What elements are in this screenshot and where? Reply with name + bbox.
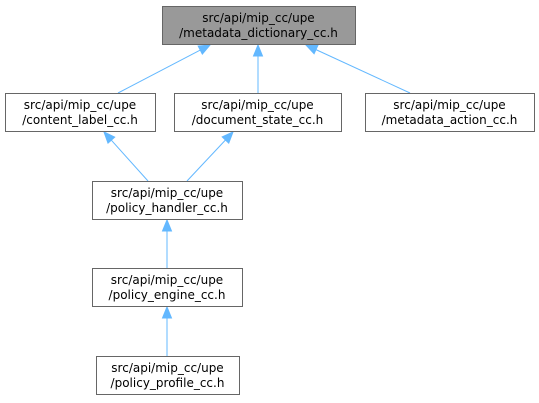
node-path-label: src/api/mip_cc/upe [24, 98, 136, 112]
node-content-label[interactable]: src/api/mip_cc/upe/content_label_cc.h [5, 93, 156, 132]
node-file-label: /content_label_cc.h [22, 113, 138, 127]
node-file-label: /metadata_dictionary_cc.h [179, 26, 338, 40]
node-file-label: /document_state_cc.h [192, 113, 324, 127]
edge-line [186, 139, 226, 182]
arrowhead-icon [221, 131, 234, 144]
node-path-label: src/api/mip_cc/upe [111, 361, 223, 375]
edge-line [110, 139, 149, 182]
nodes-layer: src/api/mip_cc/upe/metadata_dictionary_c… [5, 6, 535, 395]
edge-policy_engine-to-policy_handler [161, 218, 173, 268]
node-metadata-action[interactable]: src/api/mip_cc/upe/metadata_action_cc.h [365, 93, 535, 132]
node-box [365, 93, 535, 132]
node-policy-engine[interactable]: src/api/mip_cc/upe/policy_engine_cc.h [92, 268, 243, 307]
node-path-label: src/api/mip_cc/upe [202, 11, 314, 25]
edge-policy_handler-to-content_label [103, 131, 149, 182]
edge-metadata_action-to-metadata_dictionary [304, 44, 411, 94]
node-file-label: /metadata_action_cc.h [382, 113, 518, 127]
node-box [92, 268, 243, 307]
edge-policy_handler-to-document_state [186, 131, 234, 182]
node-path-label: src/api/mip_cc/upe [111, 186, 223, 200]
node-document-state[interactable]: src/api/mip_cc/upe/document_state_cc.h [174, 93, 342, 132]
edges-layer [103, 43, 411, 356]
node-box [92, 181, 243, 220]
arrowhead-icon [161, 305, 173, 319]
node-path-label: src/api/mip_cc/upe [393, 98, 505, 112]
node-file-label: /policy_engine_cc.h [109, 288, 226, 302]
node-file-label: /policy_handler_cc.h [106, 201, 228, 215]
node-metadata-dictionary[interactable]: src/api/mip_cc/upe/metadata_dictionary_c… [162, 6, 356, 45]
node-path-label: src/api/mip_cc/upe [201, 98, 313, 112]
arrowhead-icon [252, 43, 264, 57]
node-box [5, 93, 156, 132]
edge-line [315, 49, 411, 94]
node-box [174, 93, 342, 132]
edge-document_state-to-metadata_dictionary [252, 43, 264, 93]
node-box [96, 356, 240, 395]
arrowhead-icon [304, 44, 319, 55]
edge-content_label-to-metadata_dictionary [117, 44, 212, 94]
edge-policy_profile-to-policy_engine [161, 305, 173, 356]
node-policy-handler[interactable]: src/api/mip_cc/upe/policy_handler_cc.h [92, 181, 243, 220]
node-file-label: /policy_profile_cc.h [111, 376, 225, 390]
arrowhead-icon [197, 44, 212, 55]
node-box [162, 6, 356, 45]
node-path-label: src/api/mip_cc/upe [111, 273, 223, 287]
node-policy-profile[interactable]: src/api/mip_cc/upe/policy_profile_cc.h [96, 356, 240, 395]
edge-line [117, 49, 201, 94]
arrowhead-icon [161, 218, 173, 232]
arrowhead-icon [103, 131, 116, 145]
